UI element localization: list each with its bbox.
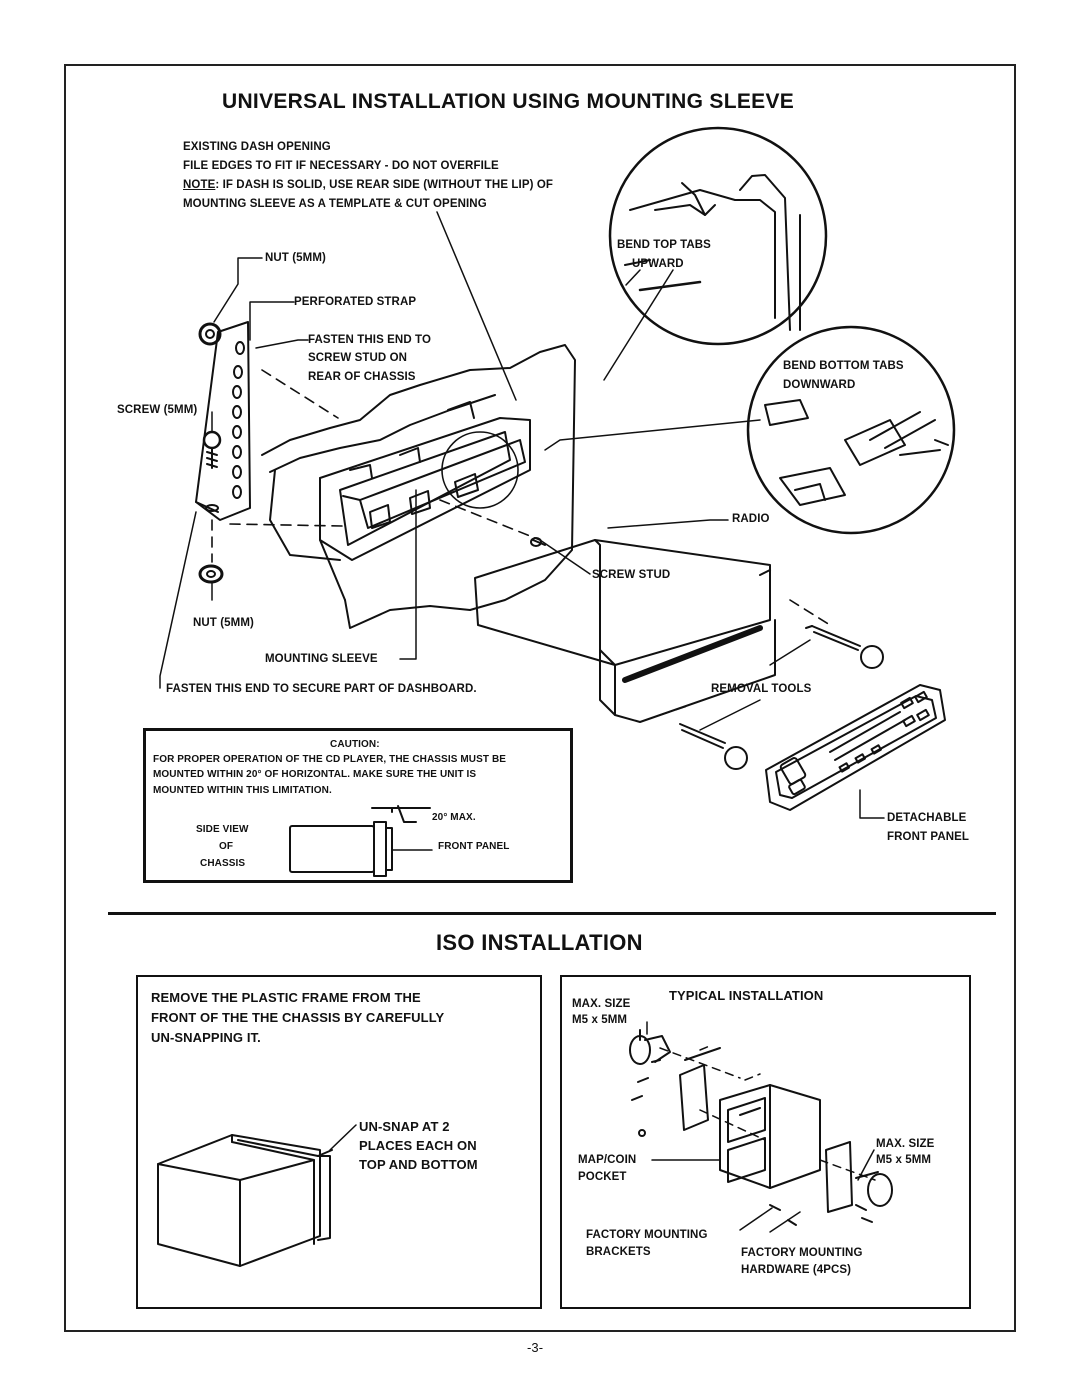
note-text: : IF DASH IS SOLID, USE REAR SIDE (WITHO…	[215, 179, 553, 191]
side-view-1: SIDE VIEW	[196, 824, 249, 835]
radio-chassis	[474, 537, 776, 723]
label-note: NOTE: IF DASH IS SOLID, USE REAR SIDE (W…	[183, 178, 553, 192]
side-view-2: OF	[219, 841, 234, 852]
typical-installation-title: TYPICAL INSTALLATION	[669, 988, 824, 1003]
iso-left-line-3: UN-SNAPPING IT.	[151, 1030, 261, 1045]
label-bend-bottom-2: DOWNWARD	[783, 379, 856, 391]
iso-dashed-lines	[659, 1044, 876, 1181]
iso-typical-installation	[629, 1021, 893, 1233]
label-fasten-dash: FASTEN THIS END TO SECURE PART OF DASHBO…	[166, 683, 477, 695]
label-nut-bottom: NUT (5MM)	[193, 617, 254, 629]
factory-brackets-1: FACTORY MOUNTING	[586, 1229, 708, 1241]
iso-left-line-1: REMOVE THE PLASTIC FRAME FROM THE	[151, 990, 421, 1005]
factory-brackets-2: BRACKETS	[586, 1246, 651, 1258]
factory-hw-1: FACTORY MOUNTING	[741, 1247, 863, 1259]
label-file-edges: FILE EDGES TO FIT IF NECESSARY - DO NOT …	[183, 160, 499, 172]
detachable-front-panel	[765, 684, 946, 811]
caution-line-1: FOR PROPER OPERATION OF THE CD PLAYER, T…	[153, 754, 507, 765]
unsnap-3: TOP AND BOTTOM	[359, 1157, 478, 1172]
map-coin-2: POCKET	[578, 1171, 627, 1183]
page-frame	[64, 64, 1016, 1332]
iso-left-line-2: FRONT OF THE THE CHASSIS BY CAREFULLY	[151, 1010, 445, 1025]
max-size-1a: MAX. SIZE	[572, 998, 631, 1010]
max-size-2a: MAX. SIZE	[876, 1138, 935, 1150]
dashboard-opening	[261, 344, 576, 629]
label-removal-tools: REMOVAL TOOLS	[711, 683, 812, 695]
label-bend-top-1: BEND TOP TABS	[617, 239, 711, 251]
side-view-chassis	[289, 805, 433, 877]
removal-tool-lower	[679, 723, 748, 770]
screw-icon	[202, 430, 222, 469]
label-screw: SCREW (5MM)	[117, 404, 198, 416]
label-perforated-strap: PERFORATED STRAP	[294, 296, 417, 308]
label-dash-opening: EXISTING DASH OPENING	[183, 141, 331, 153]
removal-tool-upper	[805, 625, 884, 669]
section-divider	[108, 912, 996, 915]
page-number: -3-	[527, 1340, 544, 1355]
unsnap-1: UN-SNAP AT 2	[359, 1119, 450, 1134]
label-mounting-sleeve: MOUNTING SLEEVE	[265, 653, 378, 665]
section-title-iso: ISO INSTALLATION	[436, 930, 643, 955]
caution-box	[143, 728, 573, 883]
map-coin-1: MAP/COIN	[578, 1154, 637, 1166]
note-prefix: NOTE	[183, 179, 216, 191]
mounting-sleeve	[319, 401, 531, 561]
label-template: MOUNTING SLEEVE AS A TEMPLATE & CUT OPEN…	[183, 198, 487, 210]
caution-front-panel: FRONT PANEL	[438, 841, 510, 852]
max-size-1b: M5 x 5MM	[572, 1014, 628, 1026]
label-fasten-3: REAR OF CHASSIS	[308, 371, 416, 383]
side-view-3: CHASSIS	[200, 858, 246, 869]
factory-hw-2: HARDWARE (4PCS)	[741, 1264, 852, 1276]
label-radio: RADIO	[732, 513, 770, 525]
magnified-bottom-tabs	[746, 325, 956, 535]
caution-line-2: MOUNTED WITHIN 20° OF HORIZONTAL. MAKE S…	[153, 769, 477, 780]
nut-top-icon	[198, 322, 222, 346]
caution-line-3: MOUNTED WITHIN THIS LIMITATION.	[153, 785, 332, 796]
max-size-2b: M5 x 5MM	[876, 1154, 932, 1166]
label-detachable-2: FRONT PANEL	[887, 831, 970, 843]
label-nut-top: NUT (5MM)	[265, 252, 326, 264]
iso-chassis-box	[157, 1124, 357, 1267]
perforated-strap	[195, 321, 251, 521]
label-fasten-1: FASTEN THIS END TO	[308, 334, 431, 346]
unsnap-2: PLACES EACH ON	[359, 1138, 477, 1153]
caution-heading: CAUTION:	[330, 739, 380, 750]
magnified-top-tabs	[608, 126, 828, 346]
label-screw-stud: SCREW STUD	[592, 569, 671, 581]
label-bend-bottom-1: BEND BOTTOM TABS	[783, 360, 904, 372]
section-title-universal: UNIVERSAL INSTALLATION USING MOUNTING SL…	[222, 90, 795, 113]
iso-right-box	[560, 975, 971, 1309]
leader-lines	[159, 211, 885, 819]
nut-bottom-icon	[198, 564, 224, 584]
iso-left-box	[136, 975, 542, 1309]
label-fasten-2: SCREW STUD ON	[308, 352, 408, 364]
caution-max: 20° MAX.	[432, 812, 476, 823]
label-detachable-1: DETACHABLE	[887, 812, 967, 824]
